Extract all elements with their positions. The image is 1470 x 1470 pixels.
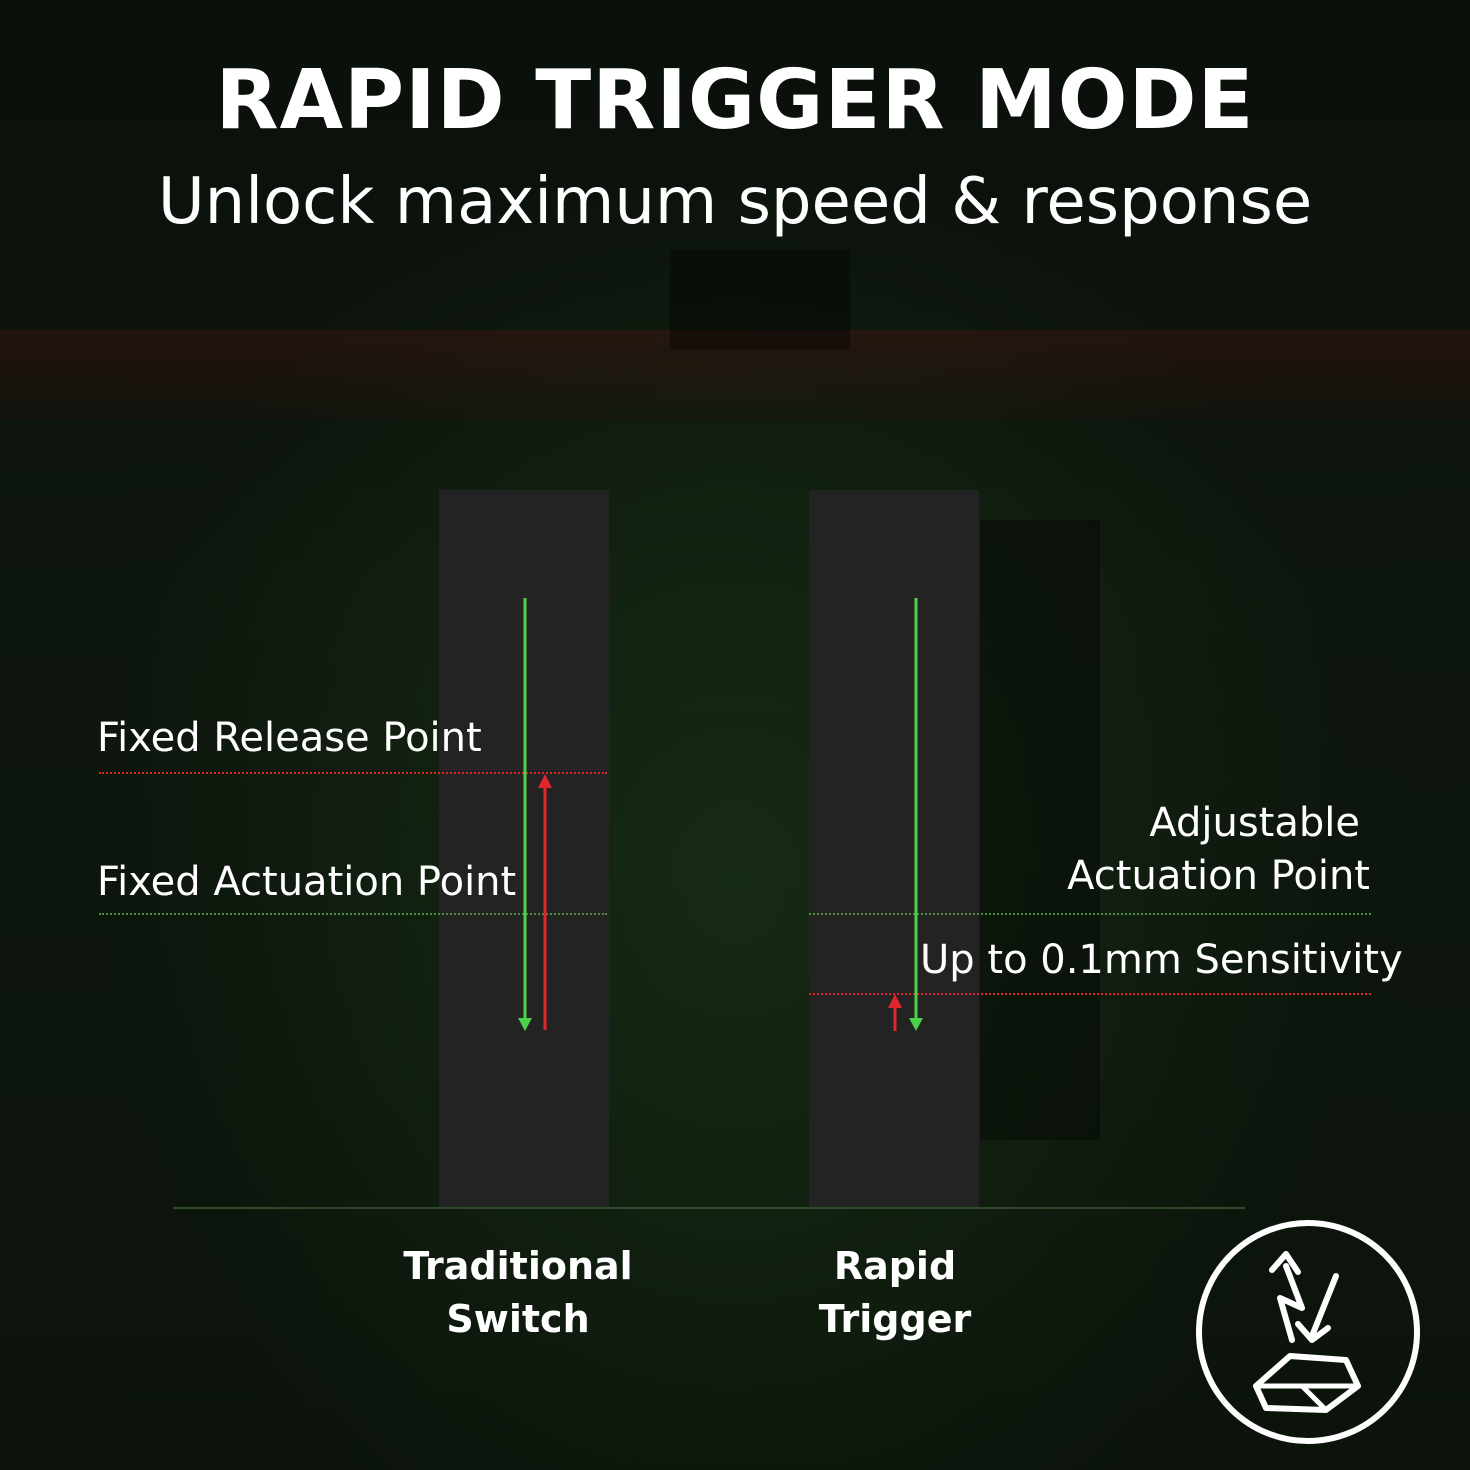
rapid-trigger-label-line2: Trigger xyxy=(818,1297,972,1342)
rapid-release-point-line xyxy=(809,993,1371,995)
rapid-trigger-keycap-icon xyxy=(1196,1220,1420,1444)
fixed-actuation-point-line xyxy=(99,913,607,915)
page-title: RAPID TRIGGER MODE xyxy=(215,53,1255,148)
background-shape xyxy=(670,250,850,350)
sensitivity-label: Up to 0.1mm Sensitivity xyxy=(920,937,1403,983)
adjustable-actuation-label-line2: Actuation Point xyxy=(1067,853,1370,899)
fixed-release-point-line xyxy=(99,772,607,774)
rapid-trigger-label-line1: Rapid xyxy=(833,1244,957,1288)
fixed-actuation-point-label: Fixed Actuation Point xyxy=(97,859,517,905)
fixed-release-point-label: Fixed Release Point xyxy=(97,715,482,761)
background-shape xyxy=(980,520,1100,1140)
traditional-switch-label-line1: Traditional xyxy=(403,1244,633,1288)
rapid-trigger-label: Rapid Trigger xyxy=(735,1240,1055,1346)
traditional-switch-label: Traditional Switch xyxy=(358,1240,678,1346)
adjustable-actuation-point-line xyxy=(809,913,1371,915)
adjustable-actuation-label-line1: Adjustable xyxy=(1149,800,1360,846)
rapid-press-arrow xyxy=(909,598,923,1031)
rapid-trigger-column xyxy=(809,490,979,1208)
baseline xyxy=(173,1207,1245,1209)
rapid-release-arrow xyxy=(888,994,902,1031)
traditional-switch-label-line2: Switch xyxy=(446,1297,590,1342)
traditional-release-arrow xyxy=(538,774,552,1030)
page-subtitle: Unlock maximum speed & response xyxy=(157,165,1313,239)
traditional-press-arrow xyxy=(518,598,532,1031)
background-red-band xyxy=(0,330,1470,420)
